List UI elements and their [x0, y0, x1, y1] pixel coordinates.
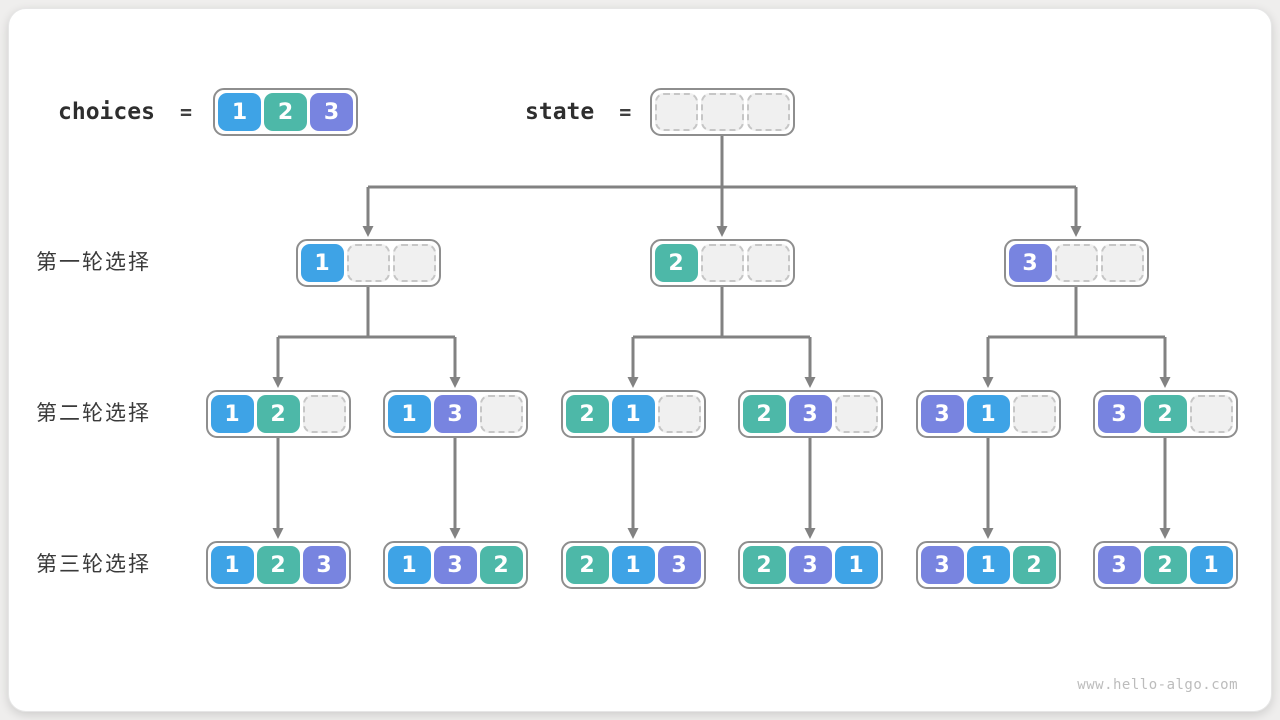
array-cell-empty	[1054, 244, 1098, 282]
array-cell-value: 1	[387, 395, 431, 433]
array-cell-empty	[1012, 395, 1056, 433]
array-cell-empty	[392, 244, 436, 282]
array-cell-value: 1	[611, 395, 655, 433]
array-cell-value: 3	[433, 546, 477, 584]
array-cell-value: 3	[1097, 395, 1141, 433]
array-cell-value: 2	[565, 395, 609, 433]
array-cell-value: 3	[657, 546, 701, 584]
array-cell-value: 2	[256, 546, 300, 584]
choices-legend: choices =	[58, 88, 192, 136]
array-cell-value: 2	[479, 546, 523, 584]
diagram-card	[8, 8, 1272, 712]
state-node-round1-2: 2	[649, 239, 795, 287]
state-equals-sign: =	[619, 100, 632, 124]
array-cell-value: 2	[565, 546, 609, 584]
array-cell-empty	[834, 395, 878, 433]
array-cell-value: 1	[834, 546, 878, 584]
array-cell-value: 2	[1143, 546, 1187, 584]
array-cell-value: 3	[920, 395, 964, 433]
state-label: state	[525, 99, 595, 125]
array-cell-value: 3	[302, 546, 346, 584]
state-array-box	[650, 88, 795, 136]
array-cell-empty	[302, 395, 346, 433]
array-cell-value: 3	[433, 395, 477, 433]
array-cell-value: 2	[654, 244, 698, 282]
watermark: www.hello-algo.com	[1077, 677, 1238, 693]
row-label-round-3: 第三轮选择	[36, 553, 151, 576]
array-cell-empty	[655, 93, 698, 131]
row-label-round-1: 第一轮选择	[36, 251, 151, 274]
array-cell-value: 2	[1012, 546, 1056, 584]
array-cell-value: 1	[387, 546, 431, 584]
row-label-round-2: 第二轮选择	[36, 402, 151, 425]
array-cell-empty	[1100, 244, 1144, 282]
array-cell-value: 1	[300, 244, 344, 282]
array-cell-empty	[746, 244, 790, 282]
array-cell-value: 3	[788, 395, 832, 433]
state-legend: state =	[525, 88, 631, 136]
array-cell-value: 1	[966, 395, 1010, 433]
array-cell-value: 2	[742, 546, 786, 584]
array-cell-value: 2	[256, 395, 300, 433]
array-cell-value: 2	[742, 395, 786, 433]
array-cell-value: 3	[1008, 244, 1052, 282]
array-cell-empty	[747, 93, 790, 131]
array-cell-empty	[1189, 395, 1233, 433]
array-cell-value: 2	[264, 93, 307, 131]
array-cell-value: 1	[966, 546, 1010, 584]
array-cell-value: 2	[1143, 395, 1187, 433]
array-cell-value: 3	[920, 546, 964, 584]
state-node-round1-3: 3	[1003, 239, 1149, 287]
array-cell-value: 1	[218, 93, 261, 131]
array-cell-empty	[657, 395, 701, 433]
choices-equals-sign: =	[179, 100, 192, 124]
array-cell-value: 3	[788, 546, 832, 584]
choices-label: choices	[58, 99, 155, 125]
array-cell-empty	[479, 395, 523, 433]
array-cell-value: 1	[210, 546, 254, 584]
array-cell-value: 1	[210, 395, 254, 433]
array-cell-value: 3	[310, 93, 353, 131]
array-cell-empty	[700, 244, 744, 282]
array-cell-value: 1	[611, 546, 655, 584]
array-cell-value: 1	[1189, 546, 1233, 584]
state-node-round1-1: 1	[295, 239, 441, 287]
array-cell-empty	[701, 93, 744, 131]
array-cell-value: 3	[1097, 546, 1141, 584]
array-cell-empty	[346, 244, 390, 282]
